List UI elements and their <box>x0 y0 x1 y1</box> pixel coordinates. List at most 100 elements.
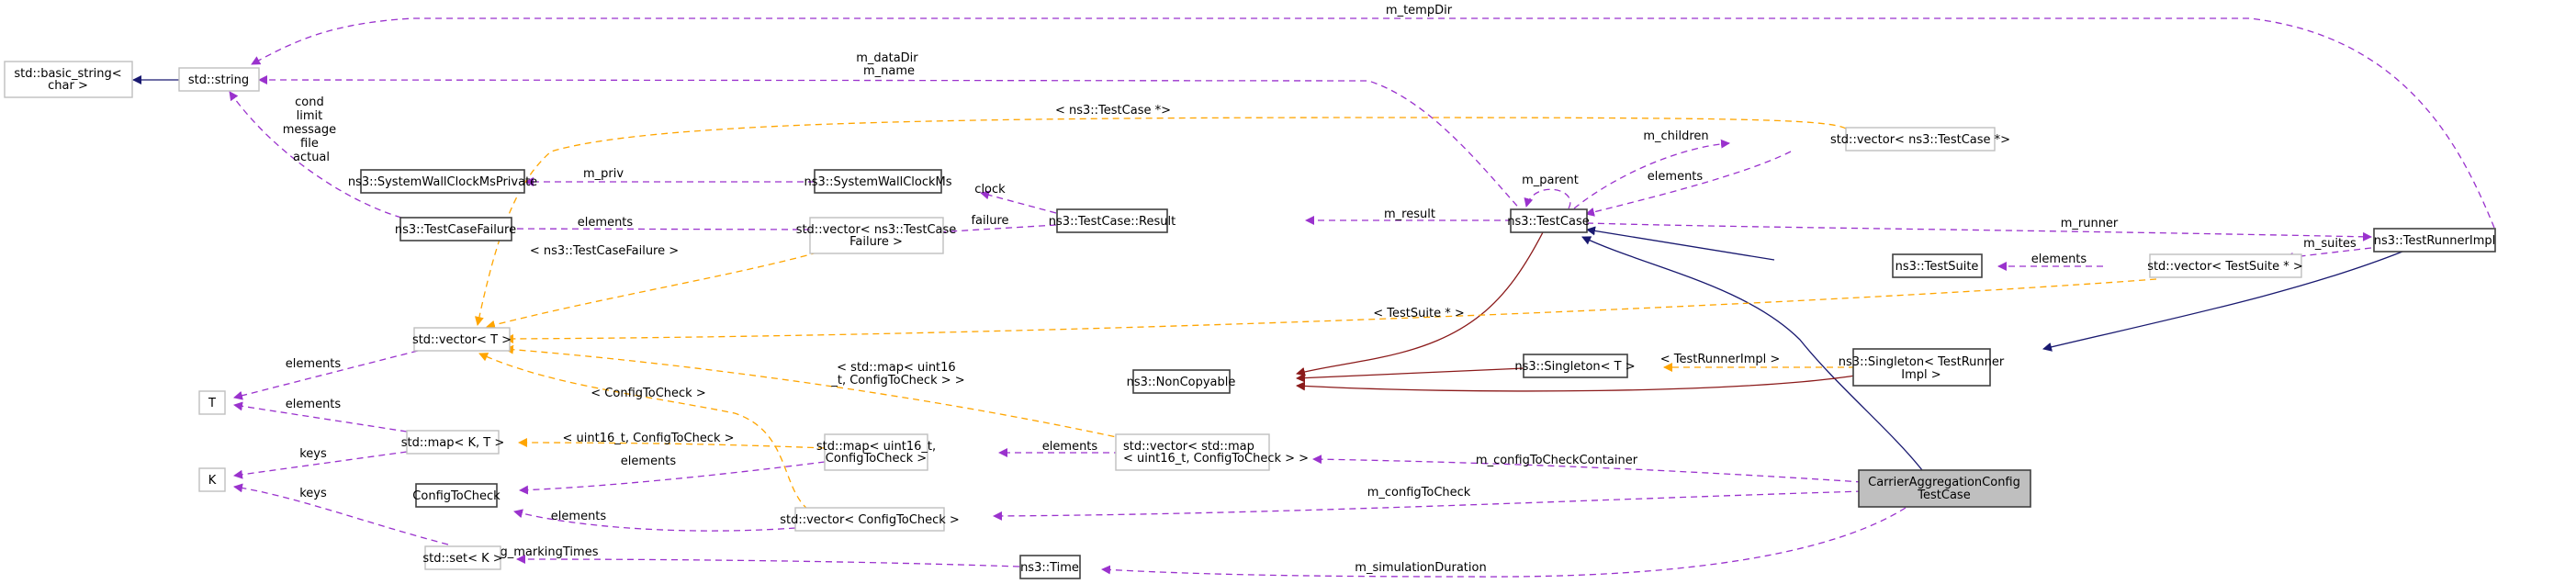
label-g-markingTimes: g_markingTimes <box>501 545 599 559</box>
label-map-t-elements: elements <box>286 398 342 411</box>
label-ctc-vec-template: < ConfigToCheck > <box>591 387 705 400</box>
edge-failure-strings <box>229 91 402 219</box>
label-map-keys: keys <box>299 447 327 461</box>
node-systemwallclockms-private[interactable]: ns3::SystemWallClockMsPrivate <box>348 169 537 194</box>
edge-vec-ctc-elements <box>513 509 796 532</box>
edge-map-ctc-elements <box>519 461 826 495</box>
label-m-priv: m_priv <box>583 167 624 181</box>
svg-text:ConfigToCheck: ConfigToCheck <box>412 489 501 503</box>
edge-tc-elements <box>1585 151 1792 217</box>
edge-clock <box>980 190 1057 214</box>
edges <box>132 17 2495 578</box>
label-m-suites: m_suites <box>2303 237 2357 251</box>
nodes: std::basic_string<char > std::string ns3… <box>4 61 2496 579</box>
edge-map-template <box>518 438 826 449</box>
edge-tc-ptr-template <box>474 117 1847 326</box>
svg-text:std::vector< TestSuite * >: std::vector< TestSuite * > <box>2147 260 2303 274</box>
node-set-k[interactable]: std::set< K > <box>422 545 503 570</box>
edge-ctc-vec-template <box>478 353 809 511</box>
svg-text:ns3::Time: ns3::Time <box>1020 561 1079 575</box>
node-k[interactable]: K <box>198 467 226 492</box>
svg-text:ns3::Singleton< TestRunnerImpl: ns3::Singleton< TestRunnerImpl > <box>1839 355 2005 382</box>
svg-text:std::vector< ns3::TestCaseFail: std::vector< ns3::TestCaseFailure > <box>796 223 957 249</box>
node-vector-map[interactable]: std::vector< std::map< uint16_t, ConfigT… <box>1115 433 1309 471</box>
label-map-vec-template: < std::map< uint16 _t, ConfigToCheck > > <box>830 361 964 387</box>
edge-ca-to-testcase <box>1581 236 1923 471</box>
label-m-configToCheck: m_configToCheck <box>1367 486 1471 500</box>
node-t[interactable]: T <box>198 390 226 415</box>
label-m-configToCheckContainer: m_configToCheckContainer <box>1476 454 1638 467</box>
edge-singleton-tri-to-noncopyable <box>1296 375 1856 392</box>
node-testcase[interactable]: ns3::TestCase <box>1507 208 1590 233</box>
label-clock: clock <box>974 183 1006 197</box>
edge-vec-t-elements <box>233 350 419 400</box>
node-testcasefailure[interactable]: ns3::TestCaseFailure <box>395 217 516 241</box>
edge-testcase-to-noncopyable <box>1296 231 1544 376</box>
label-map-ctc-elements: elements <box>621 455 677 468</box>
edge-m-simulationDuration <box>1101 507 1907 578</box>
label-set-keys: keys <box>299 487 327 500</box>
node-vector-configtocheck[interactable]: std::vector< ConfigToCheck > <box>780 507 960 532</box>
svg-text:ns3::TestCase::Result: ns3::TestCase::Result <box>1049 215 1176 229</box>
svg-text:ns3::TestCase: ns3::TestCase <box>1507 215 1589 229</box>
label-tc-ptr-template: < ns3::TestCase *> <box>1055 104 1171 118</box>
node-testrunnerimpl[interactable]: ns3::TestRunnerImpl <box>2373 228 2496 253</box>
svg-text:ns3::SystemWallClockMsPrivate: ns3::SystemWallClockMsPrivate <box>348 175 537 189</box>
edge-m-parent <box>1524 188 1571 209</box>
edge-m-configToCheck <box>993 490 1863 521</box>
label-failure-strings: cond limit message file actual <box>283 95 341 164</box>
node-singleton-t[interactable]: ns3::Singleton< T > <box>1514 354 1636 378</box>
edge-map-t-elements <box>233 401 408 432</box>
label-vec-t-elements: elements <box>286 357 342 371</box>
svg-text:std::basic_string<char >: std::basic_string<char > <box>14 67 121 93</box>
edge-m-tempDir <box>251 17 2495 229</box>
node-vector-t[interactable]: std::vector< T > <box>412 327 512 352</box>
label-vec-map-elements: elements <box>1042 440 1098 454</box>
edge-labels: m_tempDir m_dataDir m_name cond limit me… <box>283 4 2357 575</box>
label-tc-elements: elements <box>1648 170 1704 184</box>
label-m-tempDir: m_tempDir <box>1386 4 1453 17</box>
node-vector-testsuite-ptr[interactable]: std::vector< TestSuite * > <box>2147 253 2303 278</box>
svg-text:std::map< K, T >: std::map< K, T > <box>401 436 505 450</box>
node-map-uint16-configtocheck[interactable]: std::map< uint16_t,ConfigToCheck > <box>816 433 936 471</box>
svg-text:std::set< K >: std::set< K > <box>422 552 502 566</box>
node-configtocheck[interactable]: ConfigToCheck <box>412 483 501 508</box>
edge-failure <box>934 224 1057 237</box>
svg-text:ns3::TestRunnerImpl: ns3::TestRunnerImpl <box>2374 234 2496 248</box>
svg-text:T: T <box>208 397 216 410</box>
node-testcase-result[interactable]: ns3::TestCase::Result <box>1049 208 1176 233</box>
svg-text:std::map< uint16_t,ConfigToChe: std::map< uint16_t,ConfigToCheck > <box>816 440 936 466</box>
label-tcf-template: < ns3::TestCaseFailure > <box>530 244 679 258</box>
node-time[interactable]: ns3::Time <box>1019 555 1081 579</box>
edge-tcf-elements <box>493 224 811 234</box>
edge-tcf-template <box>486 252 818 330</box>
edge-g-markingTimes <box>516 555 1020 567</box>
edge-testsuite-to-testcase <box>1586 226 1775 261</box>
svg-text:ns3::TestCaseFailure: ns3::TestCaseFailure <box>395 223 516 237</box>
svg-text:ns3::Singleton< T >: ns3::Singleton< T > <box>1514 360 1635 374</box>
node-systemwallclockms[interactable]: ns3::SystemWallClockMs <box>804 169 952 194</box>
svg-text:ns3::SystemWallClockMs: ns3::SystemWallClockMs <box>804 175 951 189</box>
edge-m-runner <box>1586 222 2372 241</box>
node-vector-testcase-ptr[interactable]: std::vector< ns3::TestCase *> <box>1830 127 2010 152</box>
node-testsuite[interactable]: ns3::TestSuite <box>1892 253 1983 278</box>
svg-text:std::vector< ConfigToCheck >: std::vector< ConfigToCheck > <box>780 513 960 527</box>
label-failure: failure <box>971 214 1008 228</box>
label-m-parent: m_parent <box>1522 174 1579 187</box>
node-map-kt[interactable]: std::map< K, T > <box>401 430 505 455</box>
svg-text:std::vector< ns3::TestCase *>: std::vector< ns3::TestCase *> <box>1830 133 2010 147</box>
svg-text:std::vector< std::map< uint16_: std::vector< std::map< uint16_t, ConfigT… <box>1123 440 1309 466</box>
node-noncopyable[interactable]: ns3::NonCopyable <box>1127 369 1236 394</box>
node-basic-string[interactable]: std::basic_string<char > <box>4 61 133 98</box>
label-ts-elements: elements <box>2031 253 2087 266</box>
label-m-result: m_result <box>1384 208 1435 221</box>
node-string[interactable]: std::string <box>178 67 260 92</box>
edge-set-keys <box>233 483 449 545</box>
label-m-dataDir-name: m_dataDir m_name <box>856 51 922 78</box>
label-vec-ctc-elements: elements <box>551 510 607 523</box>
